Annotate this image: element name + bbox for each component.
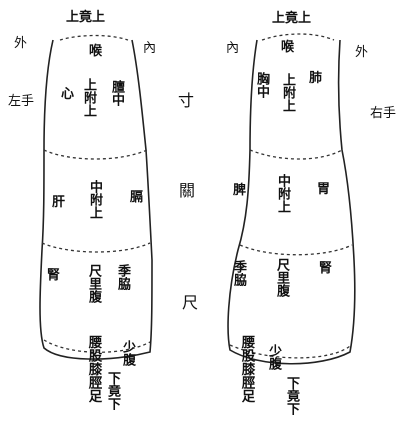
right-legs: 腰股膝脛足 <box>238 335 255 403</box>
right-bottom-edge <box>229 344 351 359</box>
left-throat: 喉 <box>89 44 103 59</box>
right-lung: 肺 <box>309 71 323 86</box>
right-guan-center: 中附上 <box>275 174 290 213</box>
right-stomach: 胃 <box>317 182 331 197</box>
left-cun-center: 上附上 <box>81 78 96 117</box>
left-legs: 腰股膝脛足 <box>85 335 102 403</box>
left-forearm-outline <box>39 39 153 360</box>
right-top-label: 上竟上 <box>272 11 312 26</box>
left-hand-label: 左手 <box>8 94 35 109</box>
left-bottom-label: 下竟下 <box>105 371 120 410</box>
right-kidney: 腎 <box>319 261 333 276</box>
right-outer-label: 外 <box>355 45 369 60</box>
left-cun-guan-divider <box>43 149 148 160</box>
left-lower-abdomen: 少腹 <box>120 340 135 366</box>
right-chi-left: 季脇 <box>231 260 246 286</box>
left-guan-chi-divider <box>41 242 151 253</box>
left-liver: 肝 <box>52 195 66 210</box>
right-hand-label: 右手 <box>370 106 397 121</box>
left-cun-right: 膻中 <box>109 80 124 106</box>
left-inner-label: 內 <box>143 41 157 56</box>
left-heart: 心 <box>61 87 75 102</box>
right-inner-label: 內 <box>226 41 240 56</box>
left-bottom-edge <box>43 339 151 353</box>
right-cun-center: 上附上 <box>280 73 295 112</box>
position-cun: 寸 <box>178 91 195 110</box>
right-bottom-label: 下竟下 <box>284 376 299 415</box>
position-chi: 尺 <box>182 293 199 312</box>
left-top-edge <box>59 34 129 41</box>
right-throat: 喉 <box>281 40 295 55</box>
left-diaphragm: 膈 <box>130 190 144 205</box>
right-guan-chi-divider <box>239 244 353 256</box>
right-top-edge <box>261 33 335 41</box>
left-chi-right: 季脇 <box>115 264 130 290</box>
right-chi-center: 尺里腹 <box>274 258 289 297</box>
left-top-label: 上竟上 <box>66 10 106 25</box>
left-kidney: 腎 <box>47 268 61 283</box>
right-lower-abdomen: 少腹 <box>266 344 281 370</box>
right-forearm-outline <box>227 39 356 365</box>
left-chi-center: 尺里腹 <box>86 264 101 303</box>
right-cun-guan-divider <box>249 149 343 160</box>
left-guan-center: 中附上 <box>87 180 102 219</box>
position-guan: 關 <box>179 181 196 200</box>
right-spleen: 脾 <box>233 183 247 198</box>
right-chest: 胸中 <box>254 72 269 98</box>
left-outer-label: 外 <box>14 36 28 51</box>
